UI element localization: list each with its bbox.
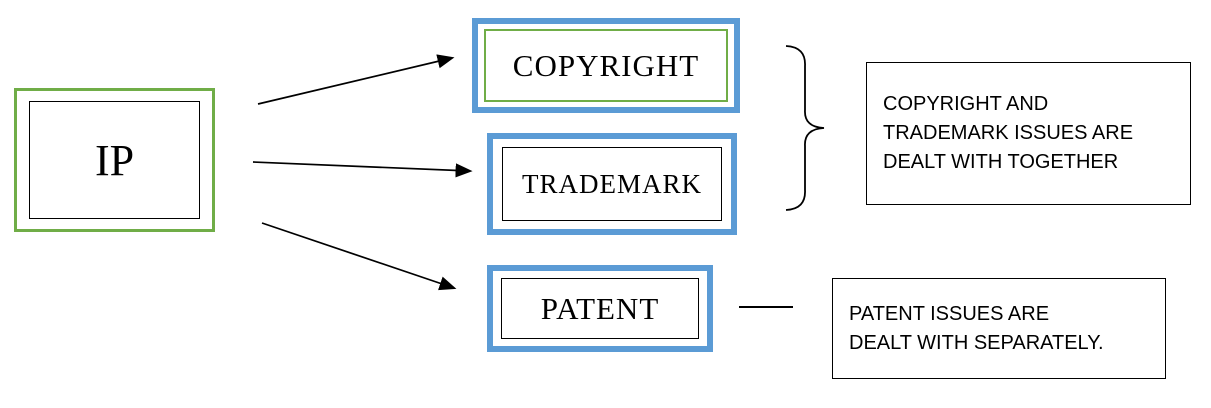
annotation-patent-text: PATENT ISSUES ARE DEALT WITH SEPARATELY. [849, 302, 1104, 354]
annotation-copyright-trademark: COPYRIGHT AND TRADEMARK ISSUES ARE DEALT… [866, 62, 1191, 205]
node-patent: PATENT [487, 265, 713, 352]
arrow-ip-to-trademark [252, 161, 473, 178]
node-patent-label: PATENT [501, 278, 699, 339]
node-copyright-label: COPYRIGHT [484, 29, 728, 102]
node-trademark-label: TRADEMARK [502, 147, 722, 221]
node-ip-label: IP [29, 101, 200, 219]
curly-brace [785, 45, 825, 211]
arrow-ip-to-copyright [257, 54, 455, 105]
node-ip: IP [14, 88, 215, 232]
annotation-patent: PATENT ISSUES ARE DEALT WITH SEPARATELY. [832, 278, 1166, 379]
node-copyright: COPYRIGHT [472, 18, 740, 113]
annotation-copyright-trademark-text: COPYRIGHT AND TRADEMARK ISSUES ARE DEALT… [883, 93, 1134, 173]
node-trademark: TRADEMARK [487, 133, 737, 235]
arrow-ip-to-patent [261, 222, 457, 291]
